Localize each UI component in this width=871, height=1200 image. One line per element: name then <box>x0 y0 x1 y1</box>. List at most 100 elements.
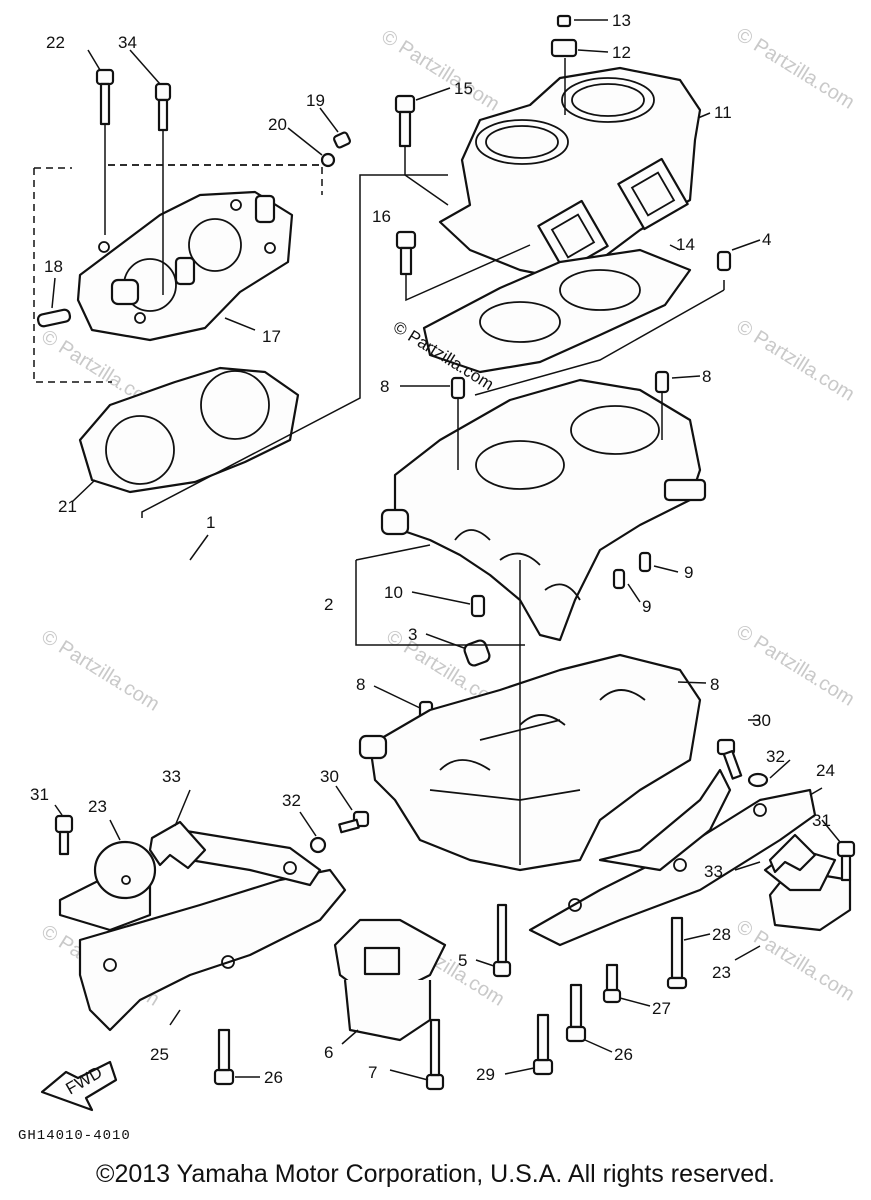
engine-mount <box>58 840 157 932</box>
callout-32: 32 <box>766 747 785 766</box>
bolt <box>213 1028 235 1086</box>
callout-leaders <box>51 19 841 1081</box>
callout-8: 8 <box>380 377 389 396</box>
callout-17: 17 <box>262 327 281 346</box>
mount-plate-right <box>528 768 817 947</box>
bolt <box>602 963 622 1004</box>
callout-20: 20 <box>268 115 287 134</box>
callout-11: 11 <box>714 103 732 122</box>
callout-22: 22 <box>46 33 65 52</box>
watermark: © Partzilla.com <box>732 621 858 711</box>
bearing-bushing <box>463 639 491 667</box>
callout-numbers: 22 34 19 20 18 17 21 1 15 16 13 12 11 14… <box>30 11 835 1087</box>
callout-1: 1 <box>206 513 215 532</box>
bracket-2 <box>355 560 525 646</box>
mount-plate-left <box>78 828 347 1032</box>
cylinder-head <box>76 190 294 342</box>
shim-plate <box>148 820 207 870</box>
assembly-leader <box>189 534 209 561</box>
stud-bolt <box>154 82 172 295</box>
assembly-bracket <box>141 174 448 518</box>
bolt <box>565 983 587 1043</box>
crankcase-upper <box>380 378 707 642</box>
mount-bolt <box>338 810 370 834</box>
head-gasket <box>78 366 300 494</box>
watermark: © Partzilla.com <box>732 916 858 1006</box>
callout-31: 31 <box>30 785 49 804</box>
electrical-box <box>333 918 447 1042</box>
callout-8: 8 <box>710 675 719 694</box>
callout-12: 12 <box>612 43 631 62</box>
callout-2: 2 <box>324 595 333 614</box>
callout-8: 8 <box>702 367 711 386</box>
shim-plate <box>768 833 817 874</box>
mount-bolt <box>716 738 743 780</box>
callout-3: 3 <box>408 625 417 644</box>
dowel-pin <box>638 551 652 573</box>
callout-26: 26 <box>614 1045 633 1064</box>
plug <box>36 308 72 328</box>
callout-9: 9 <box>684 563 693 582</box>
callout-16: 16 <box>372 207 391 226</box>
stud-bolt <box>666 916 688 990</box>
callout-6: 6 <box>324 1043 333 1062</box>
cylinder-block <box>438 66 702 280</box>
head-group-dashed-box <box>33 164 322 383</box>
callout-31: 31 <box>812 811 831 830</box>
head-group-box <box>108 164 323 195</box>
callout-19: 19 <box>306 91 325 110</box>
dowel-pin <box>450 376 466 400</box>
callout-21: 21 <box>58 497 77 516</box>
diagram-code: GH14010-4010 <box>18 1128 131 1144</box>
callout-7: 7 <box>368 1063 377 1082</box>
bolt <box>532 1013 554 1076</box>
callout-23: 23 <box>88 797 107 816</box>
watermark: © Partzilla.com <box>37 626 163 716</box>
washer <box>747 772 769 788</box>
callout-33: 33 <box>162 767 181 786</box>
callout-32: 32 <box>282 791 301 810</box>
watermark: © Partzilla.com <box>732 24 858 114</box>
screw <box>556 14 572 28</box>
callout-30: 30 <box>320 767 339 786</box>
watermark: © Partzilla.com <box>732 316 858 406</box>
nut <box>333 131 351 149</box>
dowel-pin <box>654 370 670 394</box>
head-bolt <box>95 68 115 235</box>
callout-8: 8 <box>356 675 365 694</box>
callout-23: 23 <box>712 963 731 982</box>
bolt <box>425 1018 445 1091</box>
callout-33: 33 <box>704 862 723 881</box>
callout-14: 14 <box>676 235 695 254</box>
washer <box>309 836 327 854</box>
callout-24: 24 <box>816 761 835 780</box>
dowel-pin <box>612 568 626 590</box>
base-gasket <box>422 248 692 374</box>
callout-9: 9 <box>642 597 651 616</box>
crankcase-lower <box>358 653 702 872</box>
callout-25: 25 <box>150 1045 169 1064</box>
bolt <box>492 903 512 978</box>
callout-18: 18 <box>44 257 63 276</box>
fwd-arrow-icon: FWD <box>40 1060 118 1112</box>
washer <box>320 152 336 168</box>
mount-bolt <box>836 840 856 882</box>
callout-26: 26 <box>264 1068 283 1087</box>
callout-4: 4 <box>762 230 771 249</box>
callout-5: 5 <box>458 951 467 970</box>
callout-13: 13 <box>612 11 631 30</box>
callout-30: 30 <box>752 711 771 730</box>
callout-29: 29 <box>476 1065 495 1084</box>
callout-10: 10 <box>384 583 403 602</box>
dowel-pin <box>716 250 732 272</box>
callout-34: 34 <box>118 33 137 52</box>
copyright-notice: ©2013 Yamaha Motor Corporation, U.S.A. A… <box>96 1160 775 1188</box>
callout-28: 28 <box>712 925 731 944</box>
gasket-leader <box>474 289 725 396</box>
callout-27: 27 <box>652 999 671 1018</box>
cylinder-bolt <box>394 94 449 206</box>
clamp <box>550 38 578 58</box>
cylinder-bolt <box>395 230 531 302</box>
mount-bolt <box>54 814 74 856</box>
